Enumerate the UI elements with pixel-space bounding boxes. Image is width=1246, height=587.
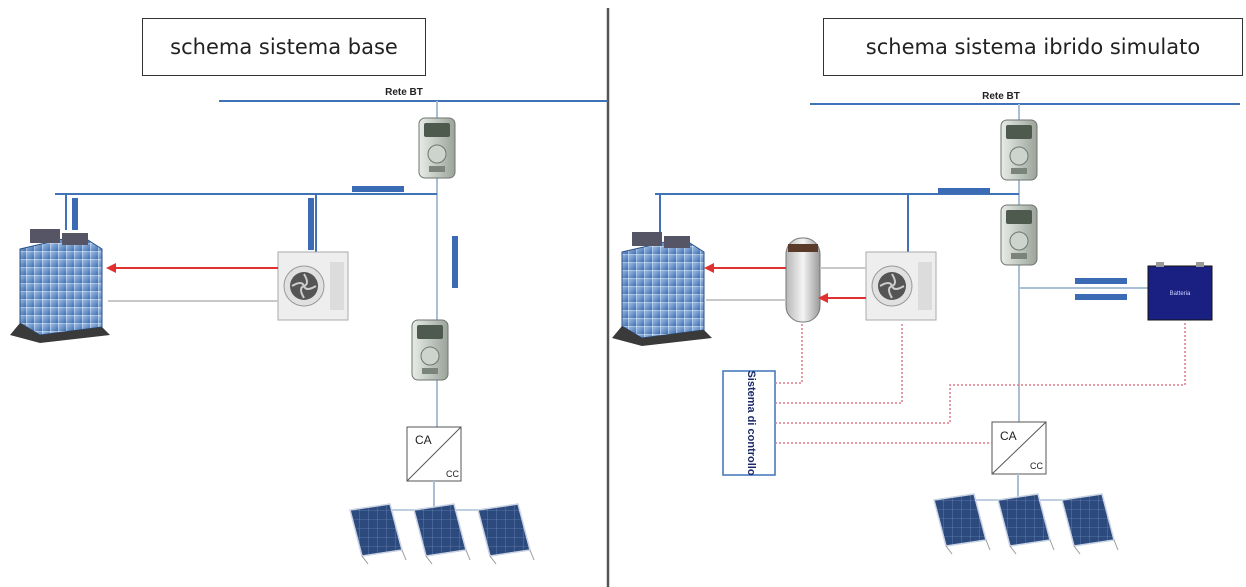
right-pv-panel-icon xyxy=(997,493,1055,555)
left-pv-meter-icon xyxy=(411,319,449,381)
control-system-label: Sistema di controllo xyxy=(745,370,757,475)
left-inverter-ca: CA xyxy=(415,433,432,447)
left-heatpump-icon xyxy=(277,251,349,321)
left-title: schema sistema base xyxy=(142,18,426,76)
right-building-icon xyxy=(611,231,713,347)
right-grid-label: Rete BT xyxy=(982,91,1020,102)
control-signal-lines xyxy=(775,322,1186,444)
right-grid-meter-icon xyxy=(1000,119,1038,181)
right-title: schema sistema ibrido simulato xyxy=(823,18,1243,76)
right-flow-arrow-h xyxy=(938,188,990,194)
left-flow-arrow-v xyxy=(452,236,458,288)
right-pv-panel-icon xyxy=(933,493,991,555)
left-pv-panel-icon xyxy=(477,503,535,565)
left-hp-arrow xyxy=(308,198,314,250)
right-battery-icon xyxy=(1147,265,1213,321)
left-pv-panel-icon xyxy=(349,503,407,565)
left-grid-meter-icon xyxy=(418,117,456,179)
right-thermal-storage xyxy=(785,237,821,323)
right-pv-panel-icon xyxy=(1061,493,1119,555)
right-battery-arrow-in xyxy=(1075,278,1127,284)
left-pv-panel-icon xyxy=(413,503,471,565)
left-flow-arrow-h xyxy=(352,186,404,192)
right-battery-label: Batteria xyxy=(1170,291,1191,297)
left-building-icon xyxy=(9,228,111,344)
left-grid-label: Rete BT xyxy=(385,87,423,98)
left-building-arrow xyxy=(72,198,78,230)
right-inverter-ca: CA xyxy=(1000,429,1017,443)
right-pv-meter-icon xyxy=(1000,204,1038,266)
right-inverter-cc: CC xyxy=(1030,461,1043,471)
control-system-box xyxy=(722,370,776,476)
svg-text:Sistema di controllo: Sistema di controllo xyxy=(745,370,757,475)
left-inverter-cc: CC xyxy=(446,469,459,479)
right-battery-arrow-out xyxy=(1075,294,1127,300)
right-heatpump-icon xyxy=(865,251,937,321)
